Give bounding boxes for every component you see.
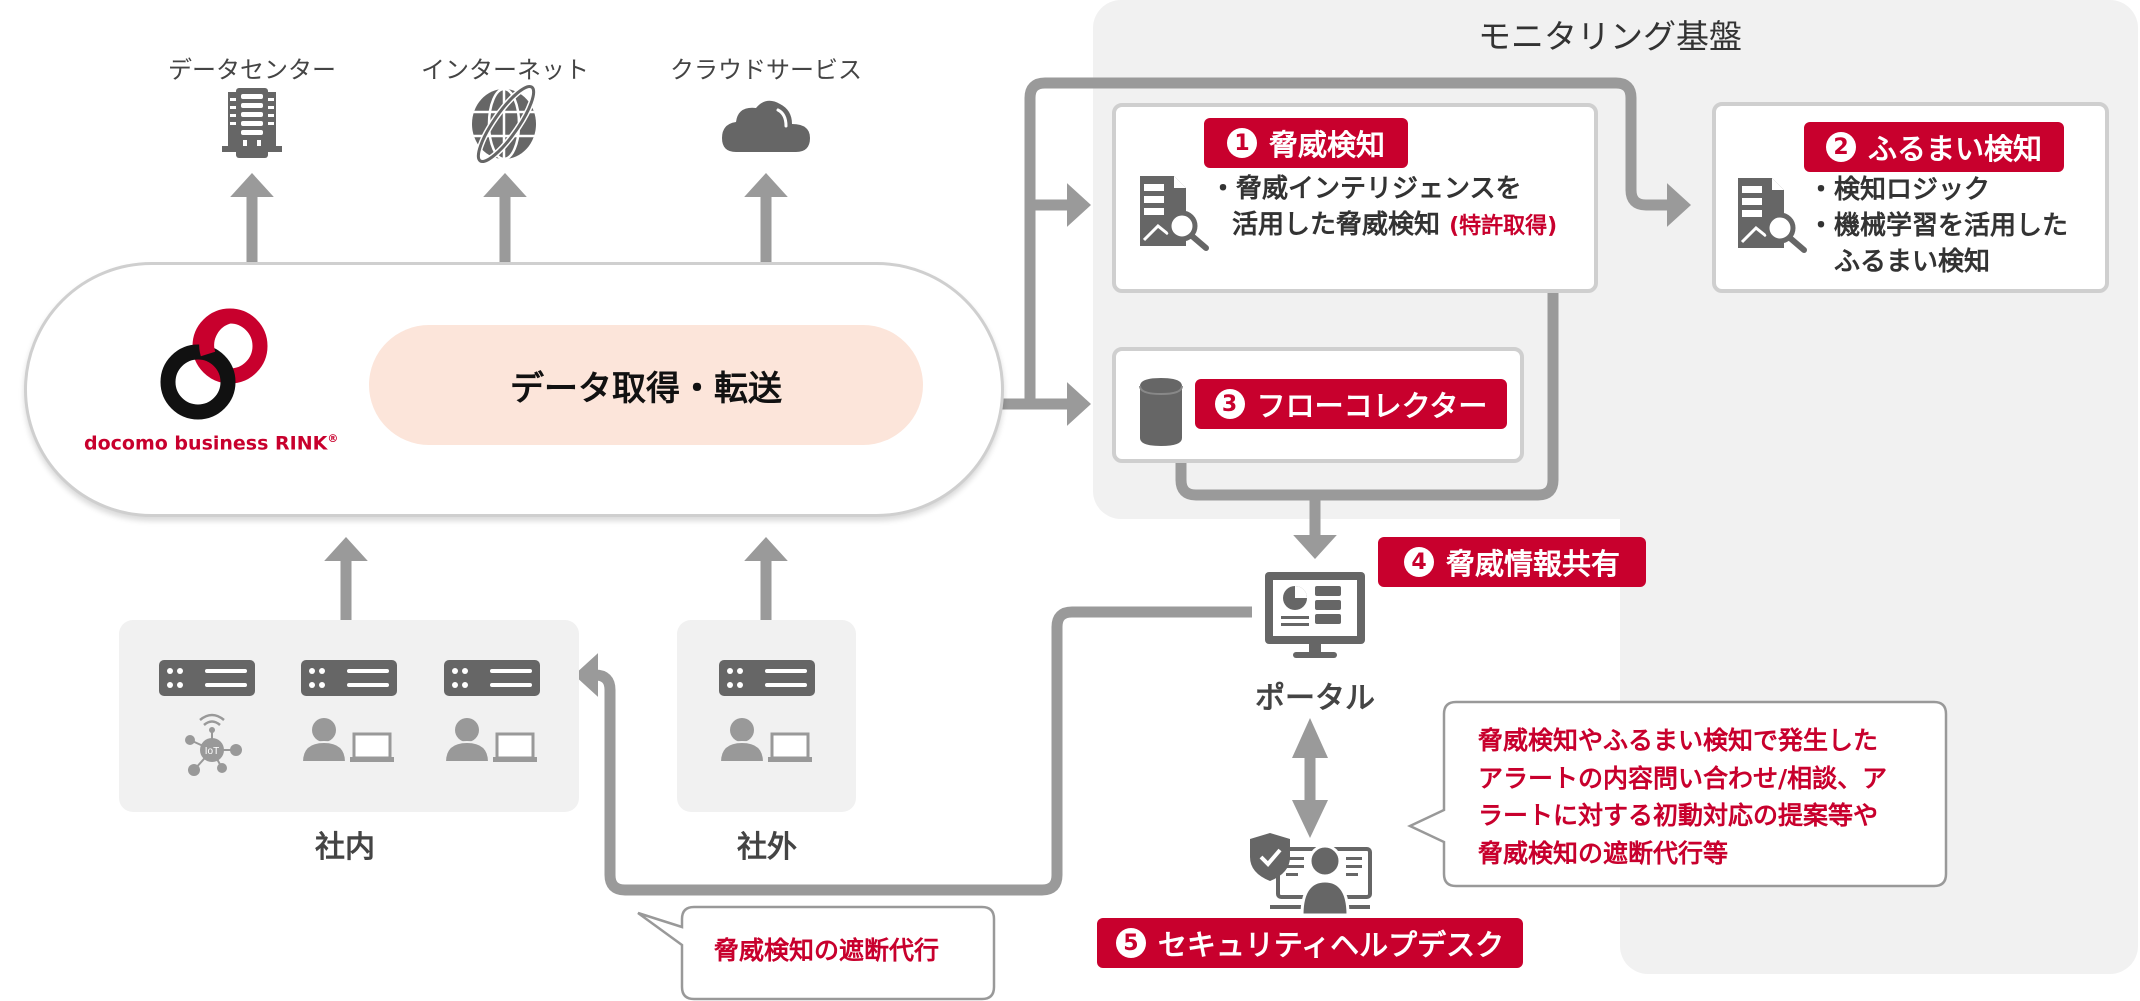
behavior-detection-line-2: ・機械学習を活用した bbox=[1808, 211, 2069, 241]
destination-label: インターネット bbox=[421, 56, 589, 84]
destination-label: データセンター bbox=[168, 56, 336, 84]
server-icon bbox=[719, 660, 815, 696]
server-icon bbox=[159, 660, 255, 696]
behavior-detection-line-3: ふるまい検知 bbox=[1834, 247, 1991, 277]
portal-label: ポータル bbox=[1255, 681, 1375, 716]
step-number: 3 bbox=[1214, 389, 1245, 419]
merge-line bbox=[1175, 292, 1559, 501]
user-laptop-icon bbox=[718, 718, 812, 763]
step-number: 1 bbox=[1226, 128, 1257, 158]
behavior-detection-badge: 2 ふるまい検知 bbox=[1804, 122, 2064, 172]
document-search-icon bbox=[1140, 176, 1209, 251]
badge-label: フローコレクター bbox=[1256, 389, 1488, 423]
brand-name: docomo business RINK® bbox=[84, 432, 338, 454]
callout-line: アラートの内容問い合わせ/相談、ア bbox=[1478, 763, 1888, 793]
arrow-to-threat-detection bbox=[1024, 183, 1091, 404]
user-laptop-icon bbox=[300, 718, 394, 763]
globe-icon bbox=[472, 83, 537, 165]
helpdesk-callout-text: 脅威検知やふるまい検知で発生した アラートの内容問い合わせ/相談、ア ラートに対… bbox=[1478, 722, 1887, 872]
brand-mark: ® bbox=[327, 432, 339, 445]
database-icon bbox=[1139, 378, 1183, 446]
arrow-head-up-portal bbox=[1292, 718, 1328, 758]
server-icon bbox=[444, 660, 540, 696]
monitoring-title: モニタリング基盤 bbox=[1478, 17, 1742, 56]
rink-logo-icon bbox=[160, 308, 268, 420]
document-search-icon bbox=[1738, 178, 1807, 253]
step-number: 4 bbox=[1403, 547, 1434, 577]
badge-label: 脅威情報共有 bbox=[1445, 547, 1620, 581]
process-label: データ取得・転送 bbox=[510, 368, 782, 409]
server-icon bbox=[301, 660, 397, 696]
step-number: 5 bbox=[1115, 928, 1146, 958]
helpdesk-operator-icon bbox=[1250, 833, 1372, 917]
brand-text: docomo business RINK bbox=[84, 432, 328, 455]
user-laptop-icon bbox=[443, 718, 537, 763]
block-callout-text: 脅威検知の遮断代行 bbox=[714, 936, 940, 965]
patent-note: (特許取得) bbox=[1449, 214, 1558, 239]
building-icon bbox=[222, 88, 282, 158]
threat-detection-text: 活用した脅威検知 bbox=[1232, 210, 1441, 240]
external-label: 社外 bbox=[737, 830, 797, 865]
badge-label: セキュリティヘルプデスク bbox=[1157, 928, 1505, 962]
iot-device-icon: IoT bbox=[185, 713, 242, 776]
external-sources-box bbox=[677, 620, 856, 812]
flow-collector-badge: 3 フローコレクター bbox=[1195, 379, 1507, 429]
data-transfer-process: データ取得・転送 bbox=[369, 325, 923, 445]
callout-line: 脅威検知やふるまい検知で発生した bbox=[1478, 726, 1879, 755]
security-helpdesk-badge: 5 セキュリティヘルプデスク bbox=[1097, 918, 1523, 968]
threat-sharing-badge: 4 脅威情報共有 bbox=[1378, 537, 1646, 587]
helpdesk-callout-bubble bbox=[1407, 700, 1948, 888]
arrow-block-return bbox=[574, 606, 1252, 896]
block-callout-bubble bbox=[637, 905, 996, 1001]
threat-detection-line-2: 活用した脅威検知 (特許取得) bbox=[1232, 207, 1557, 245]
threat-detection-badge: 1 脅威検知 bbox=[1204, 118, 1408, 168]
step-number: 2 bbox=[1825, 132, 1856, 162]
portal-monitor-icon bbox=[1265, 572, 1365, 658]
threat-detection-line-1: ・脅威インテリジェンスを bbox=[1210, 174, 1522, 204]
callout-line: 脅威検知の遮断代行等 bbox=[1478, 838, 1729, 868]
arrow-head-down-helpdesk bbox=[1292, 800, 1328, 838]
arrow-to-behavior-detection bbox=[1024, 77, 1691, 227]
behavior-detection-line-1: ・検知ロジック bbox=[1808, 175, 1991, 205]
destination-label: クラウドサービス bbox=[670, 56, 862, 84]
internal-sources-box bbox=[119, 620, 579, 812]
cloud-icon bbox=[722, 100, 810, 152]
badge-label: ふるまい検知 bbox=[1867, 132, 2042, 166]
callout-line: ラートに対する初動対応の提案等や bbox=[1478, 801, 1879, 830]
internal-label: 社内 bbox=[315, 830, 375, 865]
badge-label: 脅威検知 bbox=[1268, 128, 1385, 162]
iot-label: IoT bbox=[205, 746, 219, 757]
